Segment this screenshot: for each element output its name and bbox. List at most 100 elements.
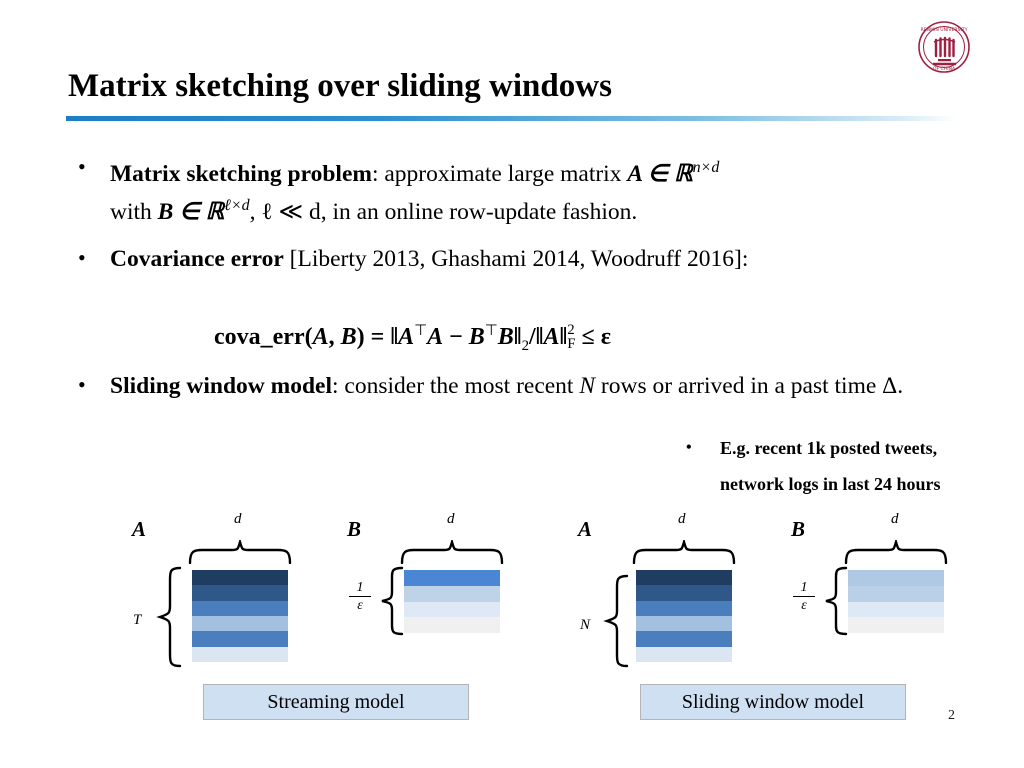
matrix-band — [192, 631, 288, 647]
formula-subscript-F: F — [567, 336, 576, 353]
bullet-text: Sliding window model: consider the most … — [110, 370, 908, 402]
svg-text:OF CHINA: OF CHINA — [933, 66, 956, 72]
formula-comma: , — [328, 324, 341, 350]
matrix-band — [636, 615, 732, 632]
bullet-marker: • — [78, 245, 86, 270]
dim-label-d: d — [447, 511, 455, 527]
matrix-band — [192, 600, 288, 616]
matrix-band — [404, 585, 500, 602]
row-label-one-over-epsilon: 1 ε — [793, 580, 815, 613]
bullet-covariance-error: • Covariance error [Liberty 2013, Ghasha… — [78, 243, 958, 275]
formula-norm2-close: ‖ — [559, 324, 568, 350]
matrix-B-streaming — [404, 570, 500, 633]
matrix-band — [636, 631, 732, 647]
formula-term2-a: B — [468, 324, 485, 350]
brace-top-d — [400, 537, 504, 569]
formula-term1-a: A — [398, 324, 415, 350]
matrix-label-A: A — [578, 517, 593, 541]
page-title: Matrix sketching over sliding windows — [68, 68, 612, 104]
brace-top-d — [188, 537, 292, 569]
matrix-label-B: B — [791, 517, 806, 541]
fraction-numerator: 1 — [349, 580, 371, 597]
fraction-denominator: ε — [801, 598, 807, 613]
bullet-lead-label: Sliding window model — [110, 373, 333, 399]
university-seal-logo: RENMIN UNIVERSITY OF CHINA — [913, 18, 975, 76]
title-underline-rule — [66, 116, 956, 121]
bullet-lead-label: Matrix sketching problem — [110, 160, 372, 187]
matrix-B-sliding-window — [848, 570, 944, 633]
formula-arg-a: A — [312, 324, 329, 350]
formula-term2-b: B — [497, 324, 514, 350]
row-label-T: T — [133, 612, 142, 628]
formula-norm-subscript-2: 2 — [521, 337, 529, 354]
svg-text:RENMIN UNIVERSITY: RENMIN UNIVERSITY — [920, 27, 967, 33]
math-B-exponent: ℓ×d — [224, 196, 250, 214]
bullet-text: Matrix sketching problem: approximate la… — [110, 152, 958, 228]
sidenote-examples: • E.g. recent 1k posted tweets, network … — [686, 430, 1016, 502]
matrix-A-sliding-window — [636, 570, 732, 662]
brace-left-one-over-epsilon — [822, 566, 848, 641]
matrix-band — [192, 585, 288, 601]
brace-left-one-over-epsilon — [378, 566, 404, 641]
formula-arg-b: B — [340, 324, 357, 350]
formula-relation: ≤ — [575, 324, 601, 350]
formula-power-2: 2 — [567, 321, 575, 338]
bullet-marker: • — [686, 439, 692, 456]
caption-streaming-model: Streaming model — [203, 684, 469, 720]
matrix-band — [636, 585, 732, 601]
bullet-line2-prefix: with — [110, 198, 158, 225]
formula-norm-open: ‖ — [390, 324, 399, 350]
math-A-in-R: A ∈ ℝ — [627, 160, 693, 187]
formula-equals: ) = — [356, 324, 391, 350]
bullet-tail-text: : approximate large matrix — [371, 160, 628, 187]
dim-label-d: d — [234, 511, 242, 527]
matrix-band — [192, 646, 288, 662]
dim-label-d: d — [891, 511, 899, 527]
math-B-in-R: B ∈ ℝ — [157, 198, 225, 225]
sidenote-line-2: network logs in last 24 hours — [720, 474, 941, 494]
math-var-N: N — [579, 373, 596, 399]
formula-transpose-1: ⊤ — [414, 323, 428, 339]
formula-term3: A — [543, 324, 560, 350]
matrix-band — [636, 646, 732, 662]
sidenote-text: E.g. recent 1k posted tweets, network lo… — [720, 430, 1016, 502]
dim-label-d: d — [678, 511, 686, 527]
sidenote-line-1: E.g. recent 1k posted tweets, — [720, 438, 938, 458]
brace-left-N — [603, 574, 629, 673]
caption-sliding-window-model: Sliding window model — [640, 684, 906, 720]
formula-norm2-open: ‖ — [535, 324, 544, 350]
math-A-exponent: n×d — [692, 159, 720, 176]
matrix-A-streaming — [192, 570, 288, 662]
matrix-label-A: A — [132, 517, 147, 541]
bullet-tail-text-2: rows or arrived in a past time Δ. — [595, 373, 904, 399]
formula-epsilon: ε — [600, 324, 611, 350]
bullet-lead-label: Covariance error — [110, 246, 284, 272]
bullet-line2-suffix: , ℓ ≪ d, in an online row-update fashion… — [249, 198, 638, 225]
matrix-band — [848, 570, 944, 586]
page-number: 2 — [948, 708, 955, 723]
bullet-sliding-window-model: • Sliding window model: consider the mos… — [78, 370, 908, 402]
matrix-band — [636, 600, 732, 616]
matrix-band — [636, 570, 732, 586]
formula-divider: / — [529, 324, 536, 350]
matrix-band — [848, 601, 944, 618]
row-label-N: N — [580, 617, 591, 633]
formula-lhs: cova_err( — [214, 324, 313, 350]
brace-top-d — [632, 537, 736, 569]
bullet-marker: • — [78, 154, 86, 179]
formula-minus: − — [443, 324, 469, 350]
formula-transpose-2: ⊤ — [484, 323, 498, 339]
matrix-band — [848, 617, 944, 633]
row-label-one-over-epsilon: 1 ε — [349, 580, 371, 613]
bullet-marker: • — [78, 372, 86, 397]
matrix-band — [192, 570, 288, 586]
bullet-tail-text: [Liberty 2013, Ghashami 2014, Woodruff 2… — [283, 246, 749, 272]
brace-top-d — [844, 537, 948, 569]
matrix-band — [404, 570, 500, 586]
bullet-tail-text: : consider the most recent — [332, 373, 580, 399]
brace-left-T — [156, 566, 182, 673]
matrix-band — [404, 617, 500, 633]
